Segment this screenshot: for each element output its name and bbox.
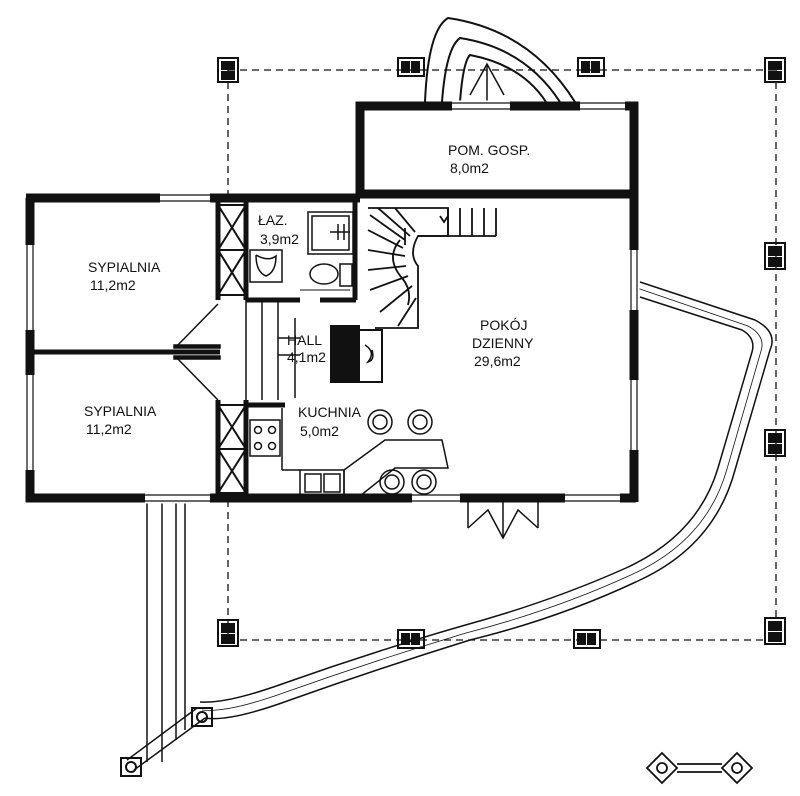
bedroom-doors (173, 303, 221, 401)
room-labels: POM. GOSP. 8,0m2 ŁAZ. 3,9m2 SYPIALNIA 11… (84, 142, 534, 439)
room-label-kuchnia: KUCHNIA (298, 404, 362, 420)
window-frames (26, 102, 638, 502)
room-label-laz: ŁAZ. (258, 212, 288, 228)
compass-symbol-icon (645, 751, 754, 785)
closets (217, 204, 247, 494)
room-label-pokoj: POKÓJ (480, 317, 527, 333)
kitchen (249, 408, 449, 497)
posts (120, 57, 786, 777)
bathroom (249, 211, 354, 291)
diagonal-walkway (126, 707, 206, 771)
room-area-sypialnia-2: 11,2m2 (86, 421, 132, 437)
entry-ramp (424, 16, 576, 103)
side-walkway (146, 500, 186, 762)
spiral-staircase (367, 207, 497, 329)
room-label-sypialnia-2: SYPIALNIA (84, 403, 157, 419)
room-area-pokoj: 29,6m2 (474, 353, 521, 369)
terrace-outline (227, 69, 777, 641)
windows (24, 100, 640, 504)
room-label-hall: HALL (287, 332, 322, 348)
terrace-door (467, 498, 539, 540)
room-label-pom-gosp: POM. GOSP. (448, 142, 530, 158)
fireplace-icon (330, 325, 383, 383)
hall-stairs (245, 300, 300, 400)
room-label-pokoj-2: DZIENNY (472, 335, 534, 351)
room-area-laz: 3,9m2 (260, 231, 299, 247)
curved-path (199, 281, 773, 720)
outer-walls (25, 101, 639, 503)
room-area-pom-gosp: 8,0m2 (450, 160, 489, 176)
room-label-sypialnia-1: SYPIALNIA (88, 259, 161, 275)
room-area-sypialnia-1: 11,2m2 (90, 277, 136, 293)
room-area-kuchnia: 5,0m2 (300, 423, 339, 439)
room-area-hall: 4,1m2 (287, 349, 326, 365)
